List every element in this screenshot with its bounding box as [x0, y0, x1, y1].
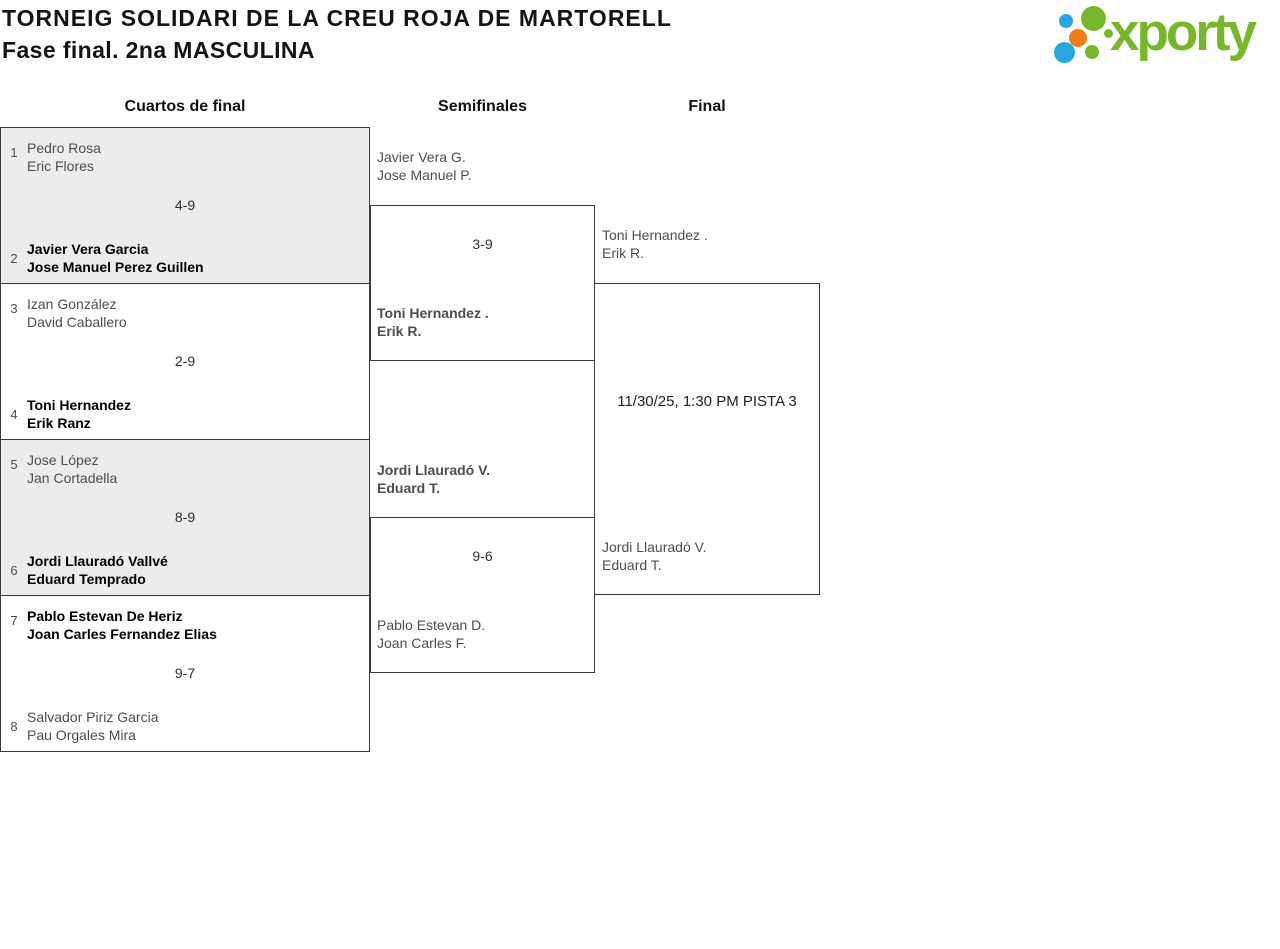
logo-dot-icon	[1081, 6, 1106, 31]
player-name: Pau Orgales Mira	[27, 727, 136, 743]
team-pair: Jose López Jan Cortadella	[27, 451, 117, 487]
player-name: Jordi Llauradó V.	[602, 539, 707, 555]
sf-match-2-box	[370, 517, 595, 673]
round-header-cuartos: Cuartos de final	[124, 98, 246, 115]
match-score: 3-9	[472, 236, 493, 252]
match-score: 4-9	[174, 197, 196, 213]
player-name: Jordi Llauradó V.	[377, 462, 491, 478]
seed-number: 7	[10, 613, 18, 628]
match-score: 9-6	[472, 548, 493, 564]
team-pair: Salvador Piriz Garcia Pau Orgales Mira	[27, 708, 159, 744]
seed-number: 6	[10, 563, 18, 578]
match-score: 2-9	[174, 353, 196, 369]
logo-dot-icon	[1054, 42, 1075, 63]
team-pair: Jordi Llauradó Vallvé Eduard Temprado	[27, 552, 168, 588]
player-name: Eduard T.	[602, 557, 662, 573]
sf1-team-a: Javier Vera G. Jose Manuel P.	[377, 148, 472, 184]
round-header-semifinales: Semifinales	[438, 98, 527, 115]
final-match-box	[594, 283, 820, 595]
sf2-team-b: Pablo Estevan D. Joan Carles F.	[377, 616, 485, 652]
final-schedule: 11/30/25, 1:30 PM PISTA 3	[617, 393, 797, 410]
player-name: Jose Manuel P.	[377, 167, 472, 183]
player-name: Izan González	[27, 296, 117, 312]
logo-dot-icon	[1104, 29, 1113, 38]
player-name: Javier Vera Garcia	[27, 241, 149, 257]
match-score: 8-9	[174, 509, 196, 525]
team-pair: Izan González David Caballero	[27, 295, 127, 331]
player-name: Eric Flores	[27, 158, 94, 174]
page-subtitle: Fase final. 2na MASCULINA	[2, 37, 315, 63]
player-name: Salvador Piriz Garcia	[27, 709, 159, 725]
final-team-a: Toni Hernandez . Erik R.	[602, 226, 708, 262]
player-name: Joan Carles F.	[377, 635, 467, 651]
player-name: Toni Hernandez .	[602, 227, 708, 243]
player-name: Jordi Llauradó Vallvé	[27, 553, 168, 569]
qf-match-3: 5 Jose López Jan Cortadella 8-9 6 Jordi …	[1, 440, 369, 596]
team-pair: Javier Vera Garcia Jose Manuel Perez Gui…	[27, 240, 204, 276]
final-team-b: Jordi Llauradó V. Eduard T.	[602, 538, 707, 574]
player-name: Erik R.	[602, 245, 644, 261]
player-name: Pablo Estevan De Heriz	[27, 608, 183, 624]
round-header-final: Final	[688, 98, 726, 115]
player-name: Toni Hernandez .	[377, 305, 489, 321]
xporty-logo[interactable]: xporty	[1050, 0, 1278, 74]
logo-dot-icon	[1085, 45, 1099, 59]
player-name: Pablo Estevan D.	[377, 617, 486, 633]
xporty-logo-text: xporty	[1110, 3, 1257, 62]
team-pair: Pablo Estevan De Heriz Joan Carles Ferna…	[27, 607, 217, 643]
player-name: Erik R.	[377, 323, 422, 339]
seed-number: 5	[10, 457, 18, 472]
seed-number: 1	[10, 145, 18, 160]
seed-number: 4	[10, 407, 18, 422]
team-pair: Pedro Rosa Eric Flores	[27, 139, 101, 175]
seed-number: 2	[10, 251, 18, 266]
player-name: Joan Carles Fernandez Elias	[27, 626, 217, 642]
qf-match-1: 1 Pedro Rosa Eric Flores 4-9 2 Javier Ve…	[1, 128, 369, 284]
player-name: Jose Manuel Perez Guillen	[27, 259, 204, 275]
player-name: Javier Vera G.	[377, 149, 466, 165]
qf-match-2: 3 Izan González David Caballero 2-9 4 To…	[1, 284, 369, 440]
qf-match-4: 7 Pablo Estevan De Heriz Joan Carles Fer…	[1, 596, 369, 751]
sf1-team-b: Toni Hernandez . Erik R.	[377, 304, 489, 340]
player-name: Pedro Rosa	[27, 140, 101, 156]
logo-dot-icon	[1069, 29, 1087, 47]
player-name: Eduard Temprado	[27, 571, 146, 587]
team-pair: Toni Hernandez Erik Ranz	[27, 396, 131, 432]
seed-number: 8	[10, 719, 18, 734]
quarterfinals-column: 1 Pedro Rosa Eric Flores 4-9 2 Javier Ve…	[0, 127, 370, 752]
match-score: 9-7	[174, 665, 196, 681]
logo-dot-icon	[1059, 14, 1073, 28]
player-name: Jan Cortadella	[27, 470, 118, 486]
player-name: Jose López	[27, 452, 99, 468]
player-name: David Caballero	[27, 314, 127, 330]
sf2-team-a: Jordi Llauradó V. Eduard T.	[377, 461, 490, 497]
player-name: Erik Ranz	[27, 415, 91, 431]
player-name: Eduard T.	[377, 480, 441, 496]
page-title: TORNEIG SOLIDARI DE LA CREU ROJA DE MART…	[2, 5, 672, 31]
player-name: Toni Hernandez	[27, 397, 131, 413]
seed-number: 3	[10, 301, 18, 316]
